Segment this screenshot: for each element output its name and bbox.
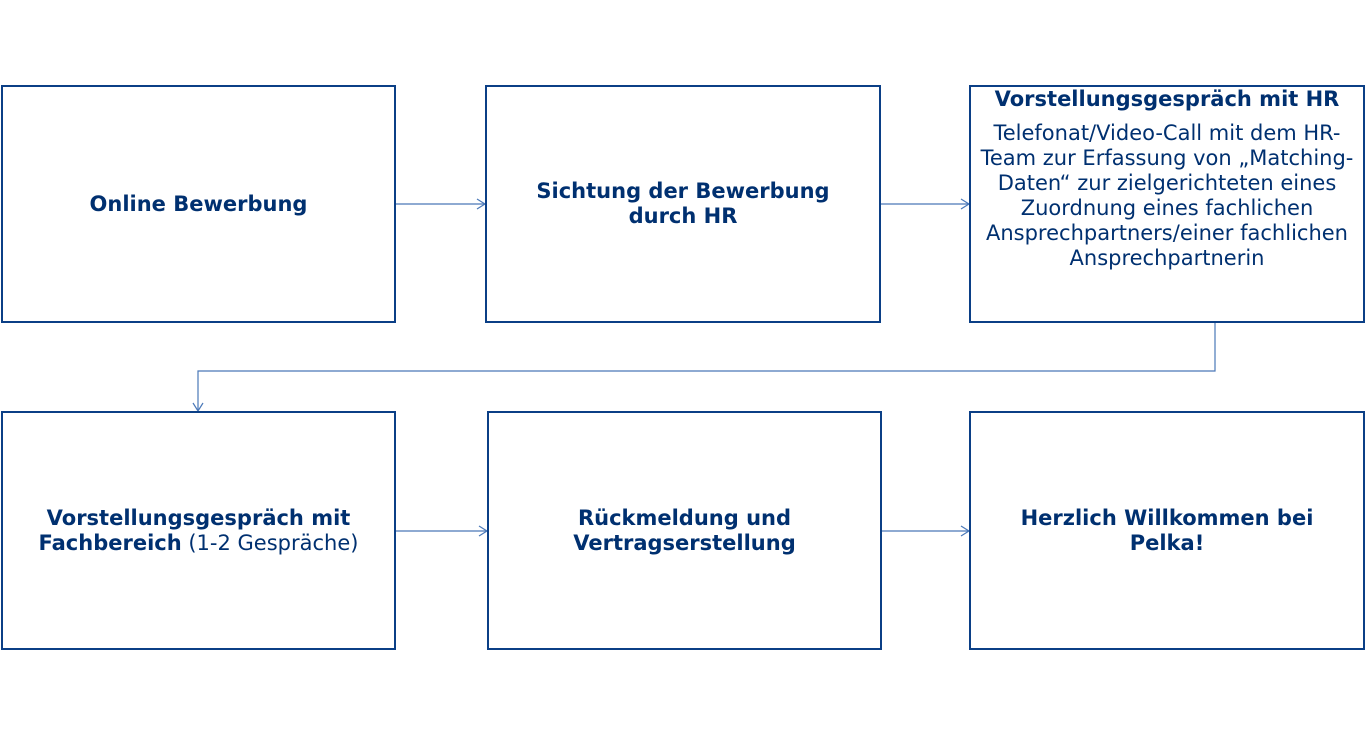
step-online-bewerbung: Online Bewerbung — [1, 85, 396, 323]
step-willkommen: Herzlich Willkommen bei Pelka! — [969, 411, 1365, 650]
step-rueckmeldung: Rückmeldung und Vertragserstellung — [487, 411, 882, 650]
arrowhead-4-5 — [478, 525, 489, 537]
step-description: Telefonat/Video-Call mit dem HR-Team zur… — [980, 121, 1354, 270]
step-label: Herzlich Willkommen bei Pelka! — [1020, 505, 1314, 555]
arrowhead-5-6 — [960, 525, 971, 537]
arrowhead-2-3 — [960, 198, 971, 210]
step-label: Online Bewerbung — [89, 191, 308, 216]
arrowhead-3-4 — [192, 402, 204, 413]
arrow-3-4 — [197, 323, 1216, 411]
step-vorstellung-hr: Vorstellungsgespräch mit HR Telefonat/Vi… — [969, 85, 1365, 323]
arrowhead-1-2 — [476, 198, 487, 210]
step-label: Rückmeldung und Vertragserstellung — [573, 505, 796, 555]
step-note: (1-2 Gespräche) — [188, 530, 359, 555]
step-label: Sichtung der Bewerbung durch HR — [536, 179, 830, 228]
step-sichtung: Sichtung der Bewerbung durch HR — [485, 85, 881, 323]
step-title: Vorstellungsgespräch mit HR — [994, 87, 1340, 111]
step-vorstellung-fachbereich: Vorstellungsgespräch mit Fachbereich (1-… — [1, 411, 396, 650]
step-title: Vorstellungsgespräch mit Fachbereich — [38, 505, 351, 555]
